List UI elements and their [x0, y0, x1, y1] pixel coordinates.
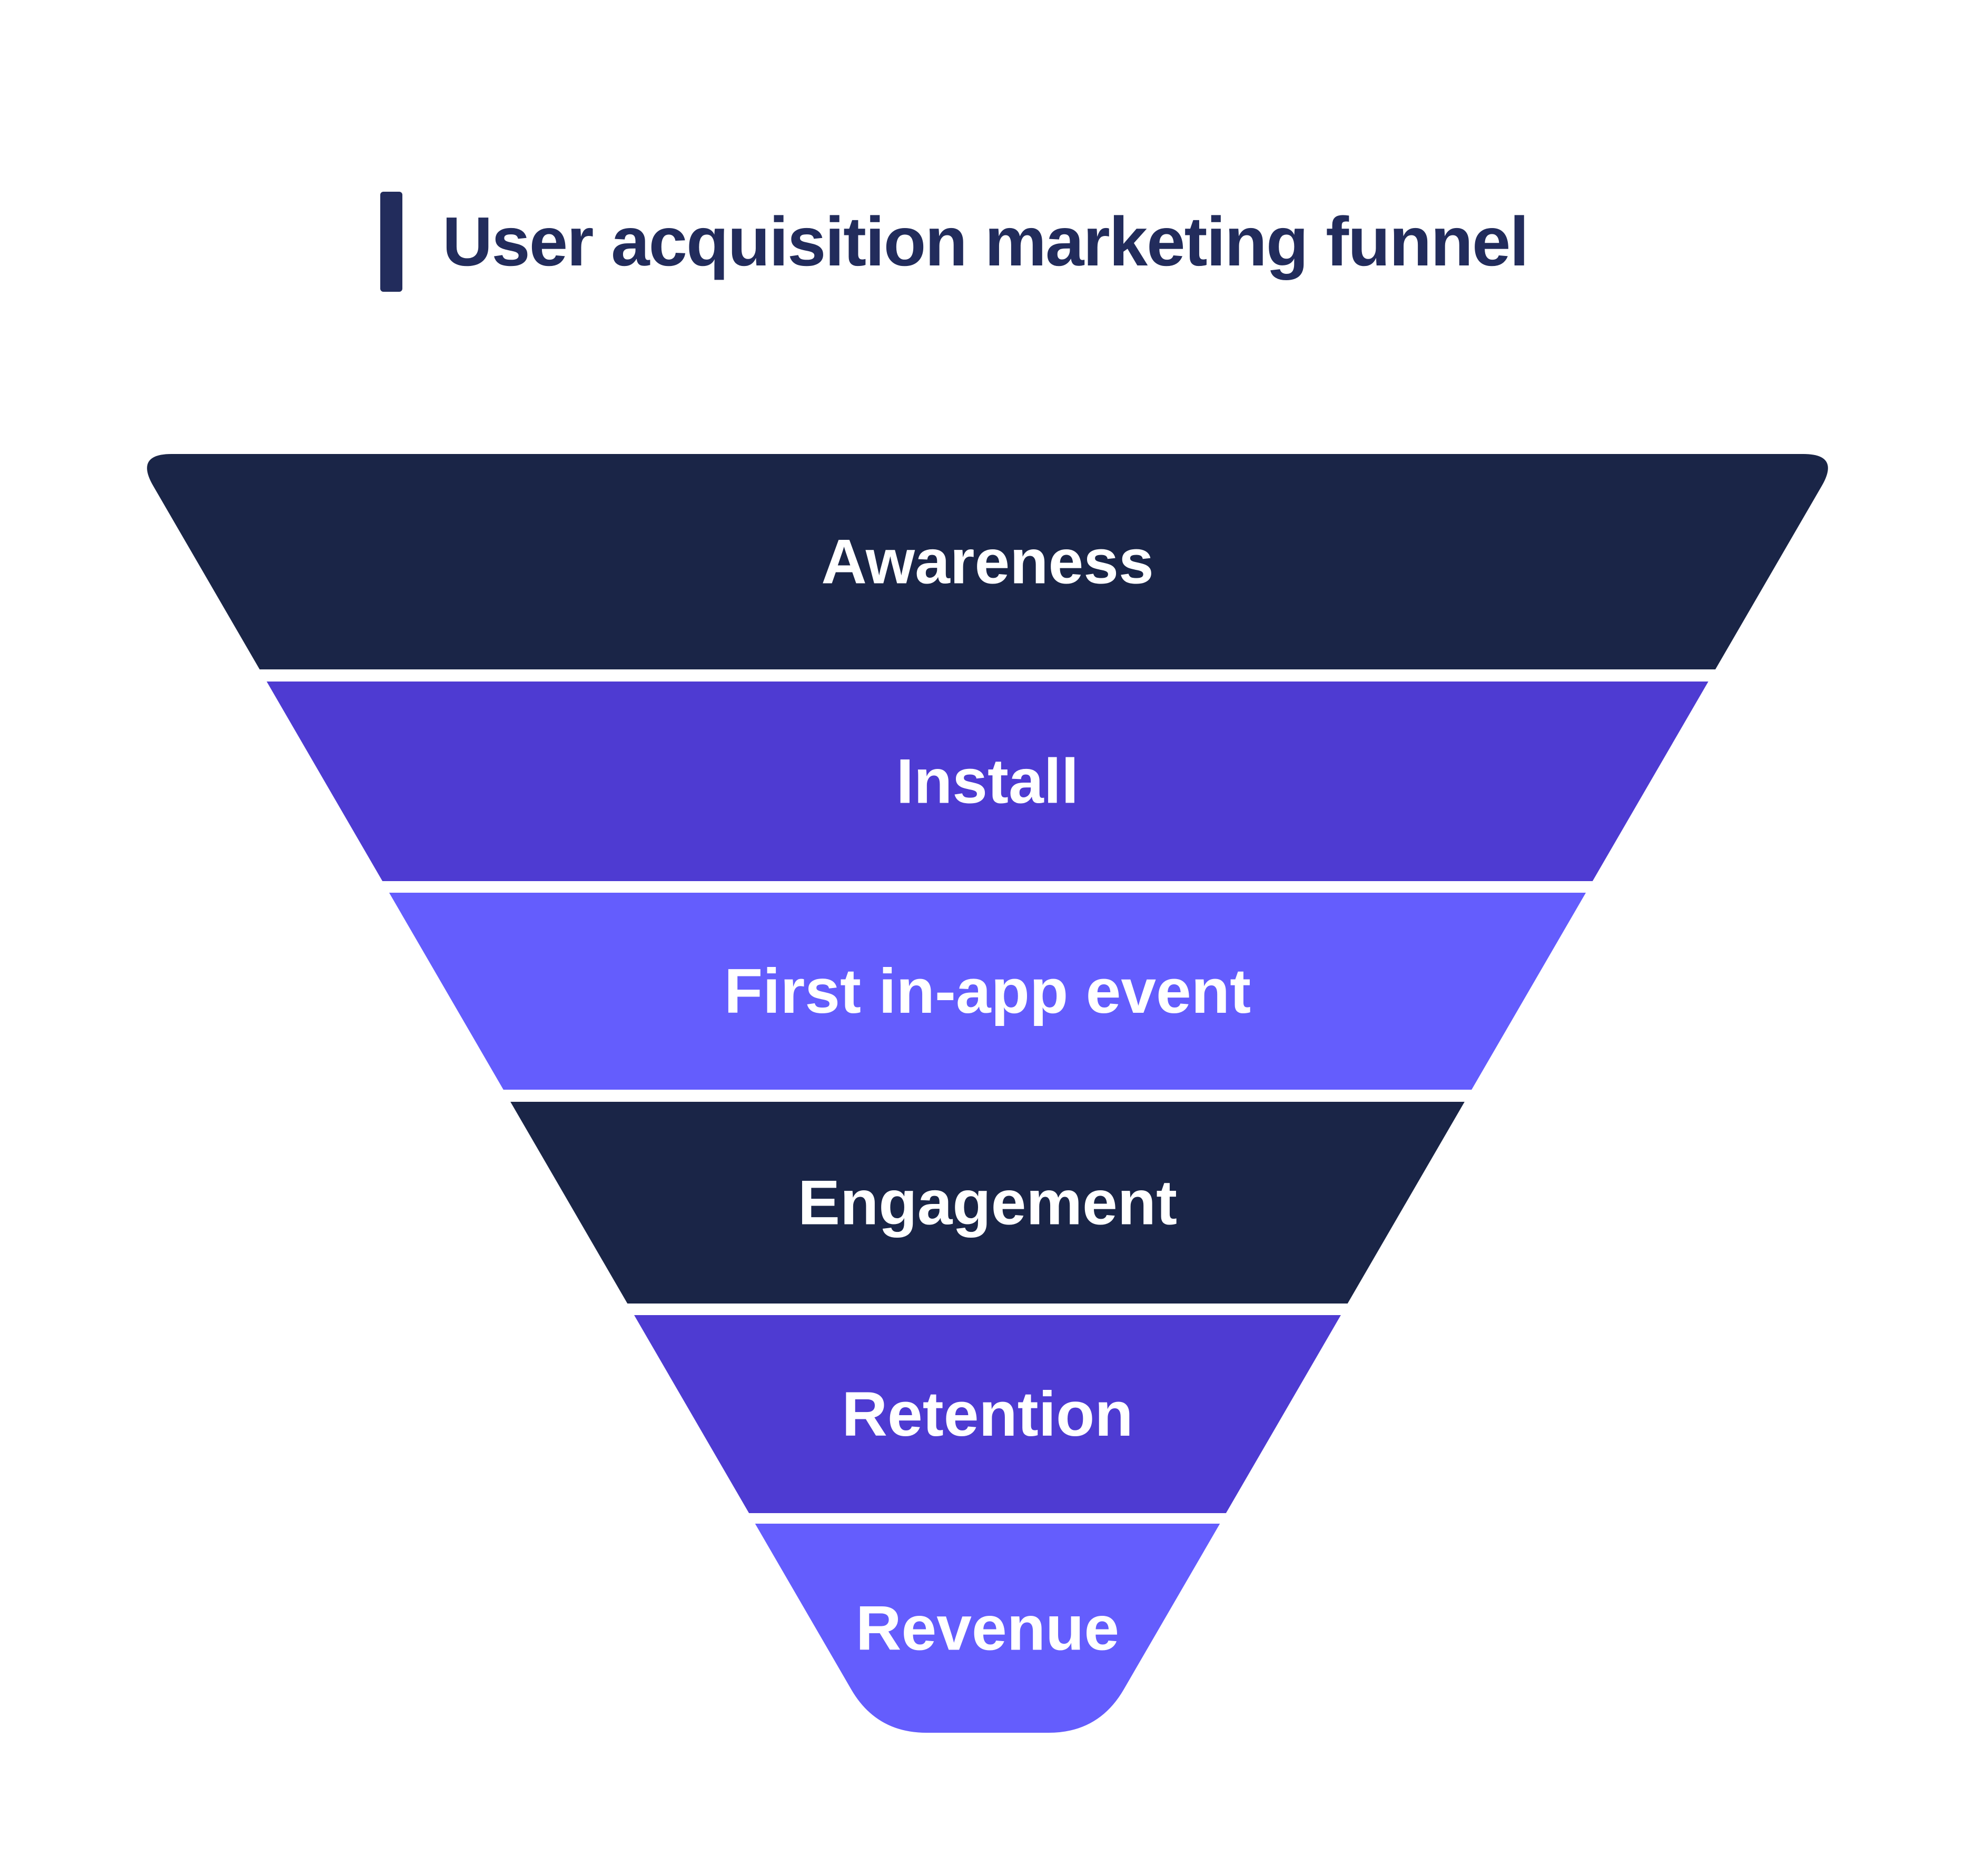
funnel-label-revenue: Revenue [856, 1593, 1119, 1664]
page-title: User acquisition marketing funnel [442, 203, 1529, 280]
funnel-segment-revenue [755, 1524, 1220, 1733]
funnel-label-retention: Retention [842, 1379, 1133, 1449]
title-row: User acquisition marketing funnel [380, 192, 1529, 292]
funnel-label-install: Install [896, 746, 1079, 817]
funnel-label-awareness: Awareness [821, 527, 1154, 597]
funnel-label-engagement: Engagement [798, 1168, 1177, 1238]
funnel-segment-install [266, 682, 1709, 881]
funnel-segment-awareness [147, 454, 1828, 669]
funnel-segment-first-in-app-event [389, 893, 1586, 1090]
funnel-label-first-in-app-event: First in-app event [724, 956, 1251, 1026]
title-accent-bar [380, 192, 402, 292]
funnel-segment-retention [634, 1315, 1341, 1513]
funnel-segment-engagement [510, 1102, 1465, 1304]
